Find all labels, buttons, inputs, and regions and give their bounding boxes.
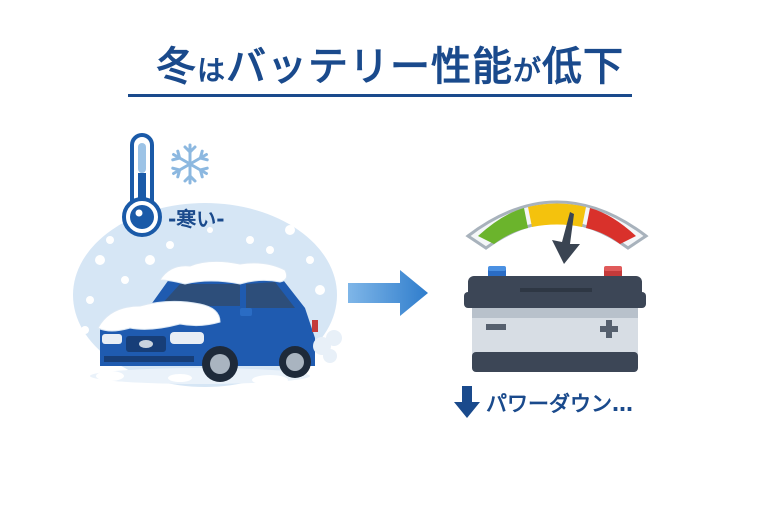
down-arrow-icon [454,386,480,418]
snowflake-icon [169,143,211,185]
title-particle-ga: が [513,54,543,87]
battery-icon [464,266,646,372]
gauge-needle-icon [552,212,580,264]
title-particle-ha: は [196,54,226,87]
title-winter: 冬 [155,44,197,90]
power-down-label: パワーダウン… [486,392,633,416]
thermometer-icon [122,133,162,237]
title-battery-performance: バッテリー性能 [226,44,513,90]
title-underline [128,94,632,97]
right-arrow-icon [348,270,428,316]
page-title: 冬はバッテリー性能が低下 [0,34,780,92]
title-decline: 低下 [542,44,625,90]
car-illustration [90,260,342,385]
cold-label: -寒い- [168,207,225,231]
